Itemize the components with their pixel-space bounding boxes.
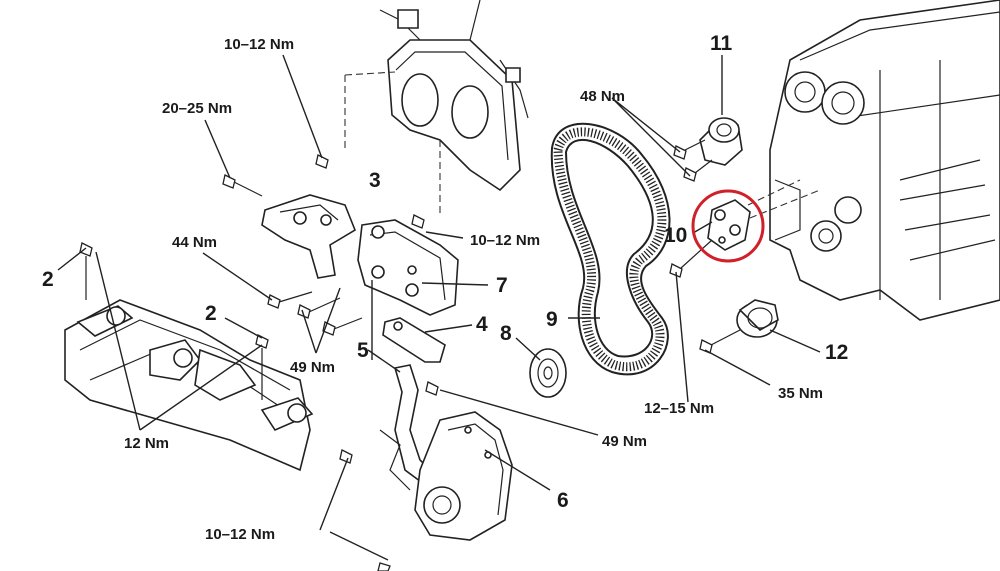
lower-timing-cover [414, 411, 513, 541]
idler-pulley [699, 117, 743, 166]
bracket-strip [382, 317, 446, 363]
torque-label-bracket-bolt: 44 Nm [172, 234, 217, 251]
torque-label-lower-cover: 10–12 Nm [205, 526, 275, 543]
belt-tensioner [707, 199, 751, 251]
part-label-2-center: 2 [205, 302, 217, 325]
support-bracket [357, 219, 459, 316]
part-label-12: 12 [825, 341, 848, 364]
part-label-10: 10 [664, 224, 687, 247]
torque-label-manifold: 12 Nm [124, 435, 169, 452]
part-numbers: 2 2 3 4 5 6 7 8 9 10 11 12 [42, 32, 848, 512]
part-label-6: 6 [557, 489, 569, 512]
part-label-8: 8 [500, 322, 512, 345]
mount-bracket [261, 194, 356, 279]
torque-label-upper-cover: 10–12 Nm [224, 36, 294, 53]
torque-label-bracket-7: 49 Nm [290, 359, 335, 376]
part-label-2-left: 2 [42, 268, 54, 291]
manifold-bracket [64, 299, 314, 472]
torque-label-harness: 49 Nm [602, 433, 647, 450]
torque-label-tensioner: 12–15 Nm [644, 400, 714, 417]
torque-label-cover-bolt: 10–12 Nm [470, 232, 540, 249]
torque-label-pulley: 35 Nm [778, 385, 823, 402]
part-label-5: 5 [357, 339, 369, 362]
part-label-7: 7 [496, 274, 508, 297]
upper-timing-cover [344, 0, 529, 215]
crank-sprocket [529, 348, 567, 398]
fasteners [79, 139, 741, 571]
part-label-3: 3 [369, 169, 381, 192]
engine-block [747, 0, 1000, 321]
torque-label-idler: 48 Nm [580, 88, 625, 105]
tensioner-pulley [736, 299, 779, 338]
part-label-11: 11 [710, 32, 733, 55]
torque-specs: 10–12 Nm 20–25 Nm 44 Nm 10–12 Nm 48 Nm 4… [124, 36, 823, 543]
part-label-9: 9 [546, 308, 558, 331]
leader-lines [57, 54, 821, 561]
highlight-circle [691, 189, 765, 263]
part-label-4: 4 [476, 313, 488, 336]
timing-belt [550, 122, 671, 376]
torque-label-mount-bolt: 20–25 Nm [162, 100, 232, 117]
